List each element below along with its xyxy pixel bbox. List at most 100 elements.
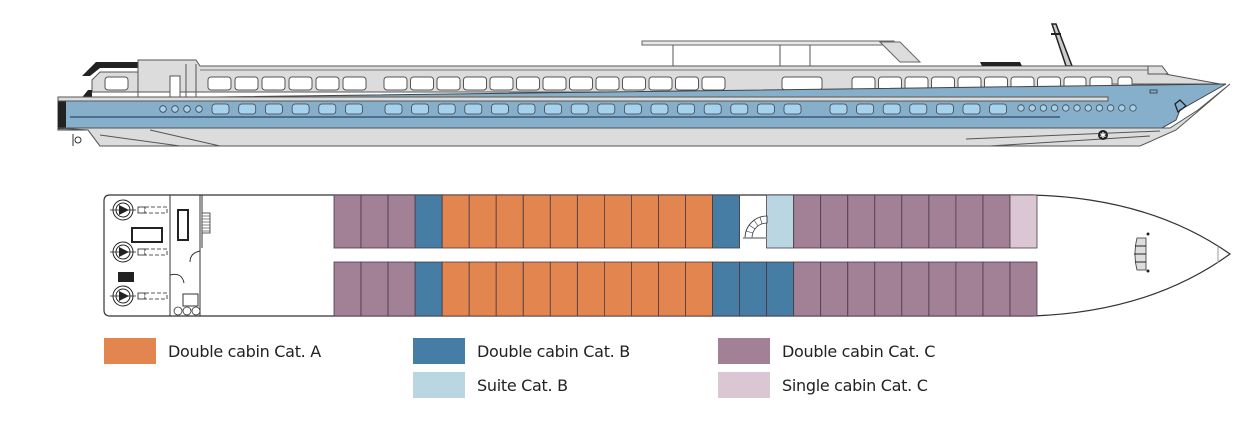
porthole: [1017, 104, 1025, 112]
cabin-cat-c-double[interactable]: [901, 261, 930, 317]
cabin-cat-a-double[interactable]: [441, 194, 470, 249]
window: [261, 76, 286, 91]
legend-swatch-single-c: [718, 372, 770, 398]
engine-icon: [110, 285, 168, 307]
cabin-window: [384, 103, 403, 115]
cabin-cat-a-double[interactable]: [549, 194, 578, 249]
window: [516, 76, 540, 91]
cabin-cat-c-double[interactable]: [928, 261, 957, 317]
legend-item-cat-c: Double cabin Cat. C: [718, 338, 935, 364]
cabin-cat-c-double[interactable]: [982, 261, 1011, 317]
legend-item-cat-a: Double cabin Cat. A: [104, 338, 321, 364]
cabin-cat-c-double[interactable]: [955, 261, 984, 317]
cabin-cat-c-single[interactable]: [1009, 194, 1038, 249]
cabin-cat-c-double[interactable]: [1009, 261, 1038, 317]
cabin-cat-b-double[interactable]: [766, 261, 794, 317]
cabin-window: [264, 103, 283, 115]
legend-item-cat-b: Double cabin Cat. B: [413, 338, 630, 364]
porthole: [1073, 104, 1081, 112]
porthole: [1129, 104, 1137, 112]
cabin-cat-a-double[interactable]: [468, 261, 497, 317]
cabin-window: [318, 103, 337, 115]
cabin-cat-a-double[interactable]: [658, 261, 686, 317]
cabin-cat-a-double[interactable]: [604, 194, 632, 249]
cabin-cat-b-double[interactable]: [712, 194, 740, 249]
cabin-cat-c-double[interactable]: [847, 261, 876, 317]
cabin-window: [437, 103, 456, 115]
cabin-cat-c-double[interactable]: [901, 194, 930, 249]
cabin-cat-a-double[interactable]: [495, 261, 524, 317]
cabin-cat-a-double[interactable]: [441, 261, 470, 317]
cabin-cat-a-double[interactable]: [604, 261, 632, 317]
cabin-window: [650, 103, 669, 115]
cabin-window: [464, 103, 483, 115]
cabin-cat-a-double[interactable]: [577, 261, 605, 317]
cabin-cat-c-double[interactable]: [982, 194, 1011, 249]
cabin-window: [490, 103, 509, 115]
cabin-window: [570, 103, 589, 115]
cabin-cat-b-double[interactable]: [739, 261, 767, 317]
porthole: [1095, 104, 1104, 112]
window: [383, 76, 408, 91]
cabin-cat-a-double[interactable]: [522, 194, 551, 249]
cabin-window: [882, 103, 901, 115]
legend-label-cat-c: Double cabin Cat. C: [782, 341, 936, 361]
legend-item-suite-b: Suite Cat. B: [413, 372, 568, 398]
porthole: [1062, 104, 1070, 112]
cabin-cat-c-double[interactable]: [955, 194, 984, 249]
cabin-cat-a-double[interactable]: [495, 194, 524, 249]
hull-portholes: [159, 103, 1137, 115]
bow-logo-icon: [1174, 99, 1187, 114]
cabin-window: [936, 103, 954, 115]
cabin-cat-b-double[interactable]: [712, 261, 740, 317]
cabin-cat-a-double[interactable]: [468, 194, 497, 249]
hull: ✱: [57, 83, 1231, 147]
legend-label-suite-b: Suite Cat. B: [477, 375, 568, 395]
cabin-cat-c-double[interactable]: [387, 261, 416, 317]
cabin-cat-c-double[interactable]: [820, 194, 849, 249]
cabin-window: [703, 103, 722, 115]
cabin-window: [829, 103, 848, 115]
cabin-cat-c-double[interactable]: [793, 194, 822, 249]
cabin-cat-c-double[interactable]: [874, 261, 903, 317]
cabin-cat-a-double[interactable]: [522, 261, 551, 317]
cabin-cat-c-double[interactable]: [820, 261, 849, 317]
legend-label-cat-a: Double cabin Cat. A: [168, 341, 321, 361]
legend-swatch-cat-a: [104, 338, 156, 364]
window: [104, 76, 129, 91]
cabin-window: [345, 103, 363, 115]
spiral-staircase-icon: [743, 215, 768, 239]
legend-swatch-suite-b: [413, 372, 465, 398]
propeller-icon: [72, 134, 82, 146]
bow-staircase-icon: [1134, 232, 1150, 273]
window: [595, 76, 620, 91]
legend-label-single-c: Single cabin Cat. C: [782, 375, 928, 395]
cabin-cat-a-double[interactable]: [685, 261, 713, 317]
porthole: [195, 105, 203, 113]
cabin-cat-a-double[interactable]: [685, 194, 713, 249]
cabin-cat-c-double[interactable]: [360, 261, 389, 317]
cabin-cat-c-double[interactable]: [333, 261, 362, 317]
cabin-cat-c-double[interactable]: [928, 194, 957, 249]
cabin-cat-c-double[interactable]: [847, 194, 876, 249]
cabin-cat-c-double[interactable]: [333, 194, 362, 249]
cabin-cat-c-double[interactable]: [874, 194, 903, 249]
cabin-cat-a-double[interactable]: [549, 261, 578, 317]
suite-cat-b[interactable]: [766, 194, 794, 249]
window: [648, 76, 673, 91]
cabin-cat-c-double[interactable]: [387, 194, 416, 249]
window: [207, 76, 232, 91]
cabin-window: [211, 103, 230, 115]
cabin-cat-c-double[interactable]: [793, 261, 822, 317]
cabin-cat-a-double[interactable]: [658, 194, 686, 249]
window: [622, 76, 646, 91]
stern-machinery: [110, 195, 211, 316]
cabin-cat-b-double[interactable]: [414, 261, 443, 317]
ship-side-profile: ✱: [57, 23, 1231, 147]
cabin-cat-b-double[interactable]: [414, 194, 443, 249]
cabin-cat-a-double[interactable]: [631, 194, 659, 249]
cabin-cat-a-double[interactable]: [577, 194, 605, 249]
cabin-cat-a-double[interactable]: [631, 261, 659, 317]
cabin-cat-c-double[interactable]: [360, 194, 389, 249]
